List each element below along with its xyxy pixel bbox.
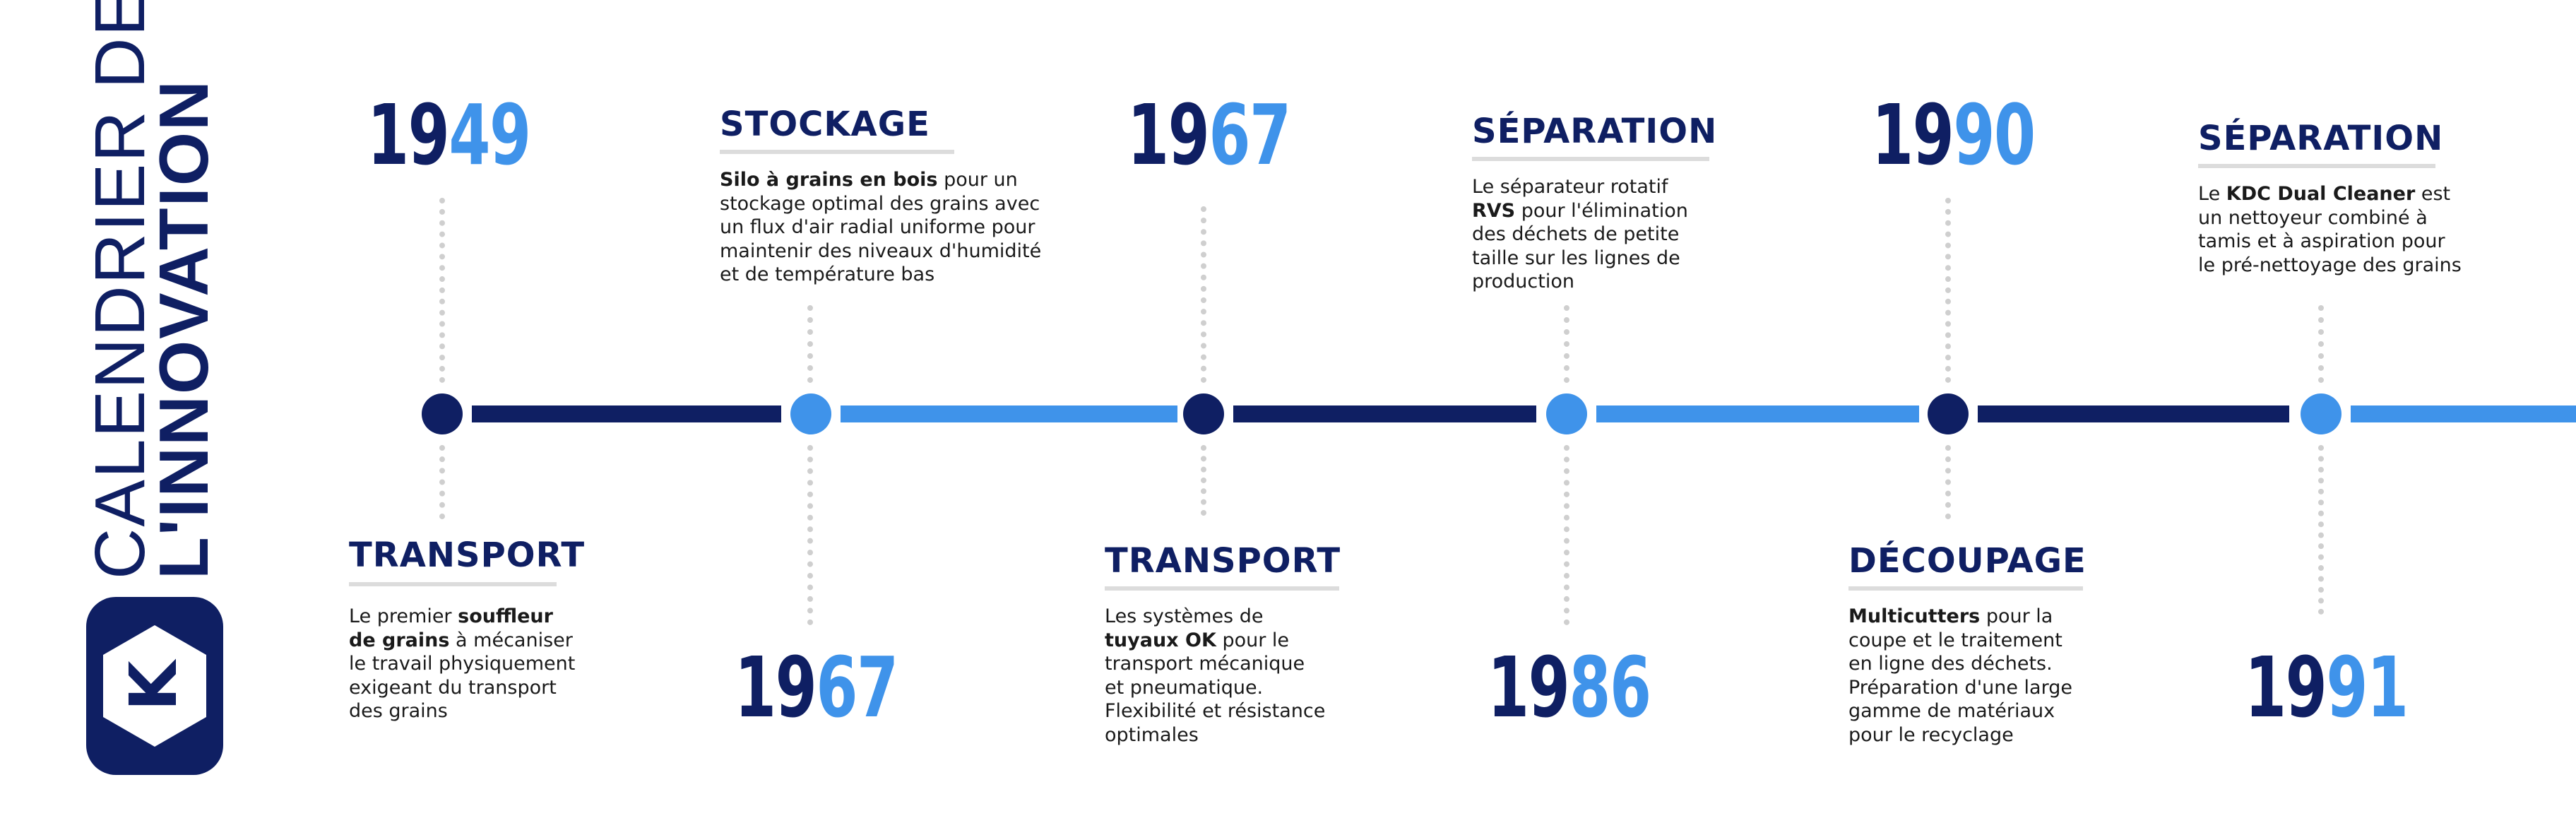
year-label: 1991 xyxy=(2245,639,2409,736)
heading-underline xyxy=(1105,586,1339,591)
heading-underline xyxy=(720,150,954,154)
milestone-heading: DÉCOUPAGE xyxy=(1848,541,2087,581)
heading-underline xyxy=(349,582,557,586)
milestone-description: Multicutters pour la coupe et le traitem… xyxy=(1848,605,2072,746)
timeline-dot xyxy=(1928,393,1969,434)
timeline-dot xyxy=(422,393,463,434)
timeline-dot xyxy=(790,393,831,434)
connector-dots xyxy=(439,198,445,383)
timeline-segment xyxy=(841,405,1177,422)
timeline-segment xyxy=(1978,405,2289,422)
title-line-2: L'INNOVATION xyxy=(145,79,222,579)
timeline-dot xyxy=(1183,393,1224,434)
year-label: 1949 xyxy=(367,86,531,184)
milestone-heading: STOCKAGE xyxy=(720,105,930,144)
milestone-heading: SÉPARATION xyxy=(1472,112,1718,151)
milestone-heading: TRANSPORT xyxy=(1105,541,1341,581)
connector-dots xyxy=(1564,305,1569,383)
milestone-heading: SÉPARATION xyxy=(2198,119,2444,158)
heading-underline xyxy=(1472,157,1709,161)
page-title: CALENDRIER DE L'INNOVATION xyxy=(81,0,222,579)
timeline-segment xyxy=(2351,405,2576,422)
milestone-description: Les systèmes de tuyaux OK pour le transp… xyxy=(1105,605,1326,746)
year-label: 1967 xyxy=(1127,86,1291,184)
milestone-description: Silo à grains en bois pour un stockage o… xyxy=(720,169,1042,285)
connector-dots xyxy=(1564,445,1569,625)
heading-underline xyxy=(2198,164,2435,168)
title-line-1: CALENDRIER DE xyxy=(81,0,160,579)
timeline-segment xyxy=(1596,405,1919,422)
year-label: 1990 xyxy=(1872,86,2036,184)
year-label: 1986 xyxy=(1488,639,1651,736)
connector-dots xyxy=(2318,445,2324,615)
heading-underline xyxy=(1848,586,2083,591)
milestone-heading: TRANSPORT xyxy=(349,535,586,575)
connector-dots xyxy=(1945,198,1951,383)
milestone-description: Le séparateur rotatif RVS pour l'élimina… xyxy=(1472,176,1688,292)
milestone-description: Le premier souffleur de grains à mécanis… xyxy=(349,605,576,722)
year-label: 1967 xyxy=(735,639,898,736)
connector-dots xyxy=(439,445,445,519)
connector-dots xyxy=(1945,445,1951,519)
connector-dots xyxy=(807,445,813,625)
timeline-dot xyxy=(2301,393,2341,434)
connector-dots xyxy=(2318,305,2324,383)
timeline-dot xyxy=(1546,393,1587,434)
timeline-segment xyxy=(1233,405,1536,422)
connector-dots xyxy=(807,305,813,383)
connector-dots xyxy=(1201,445,1206,516)
brand-logo: K xyxy=(86,597,223,775)
logo-letter: K xyxy=(116,658,191,711)
milestone-description: Le KDC Dual Cleaner est un nettoyeur com… xyxy=(2198,183,2462,276)
timeline-segment xyxy=(472,405,781,422)
connector-dots xyxy=(1201,206,1206,383)
